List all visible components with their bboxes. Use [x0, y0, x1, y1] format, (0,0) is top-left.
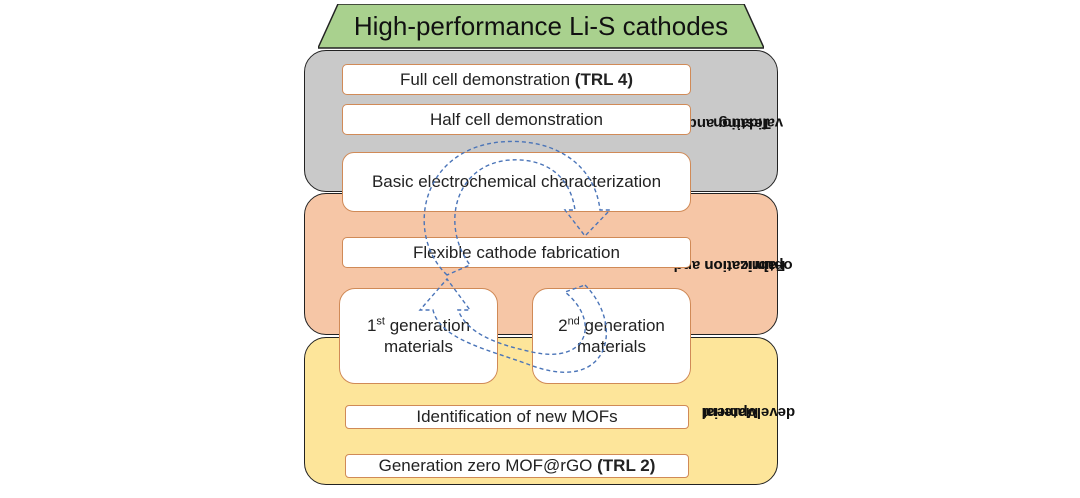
basic-electrochemical-characterization-box: Basic electrochemical characterization [342, 152, 691, 212]
identification-new-mofs-box: Identification of new MOFs [345, 405, 689, 429]
full-cell-demonstration-box: Full cell demonstration (TRL 4) [342, 64, 691, 95]
page-title: High-performance Li-S cathodes [353, 10, 729, 41]
generation-zero-mof-rgo-box: Generation zero MOF@rGO (TRL 2) [345, 454, 689, 478]
flexible-cathode-fabrication-box: Flexible cathode fabrication [342, 237, 691, 268]
half-cell-demonstration-box: Half cell demonstration [342, 104, 691, 135]
title-banner [318, 4, 764, 49]
